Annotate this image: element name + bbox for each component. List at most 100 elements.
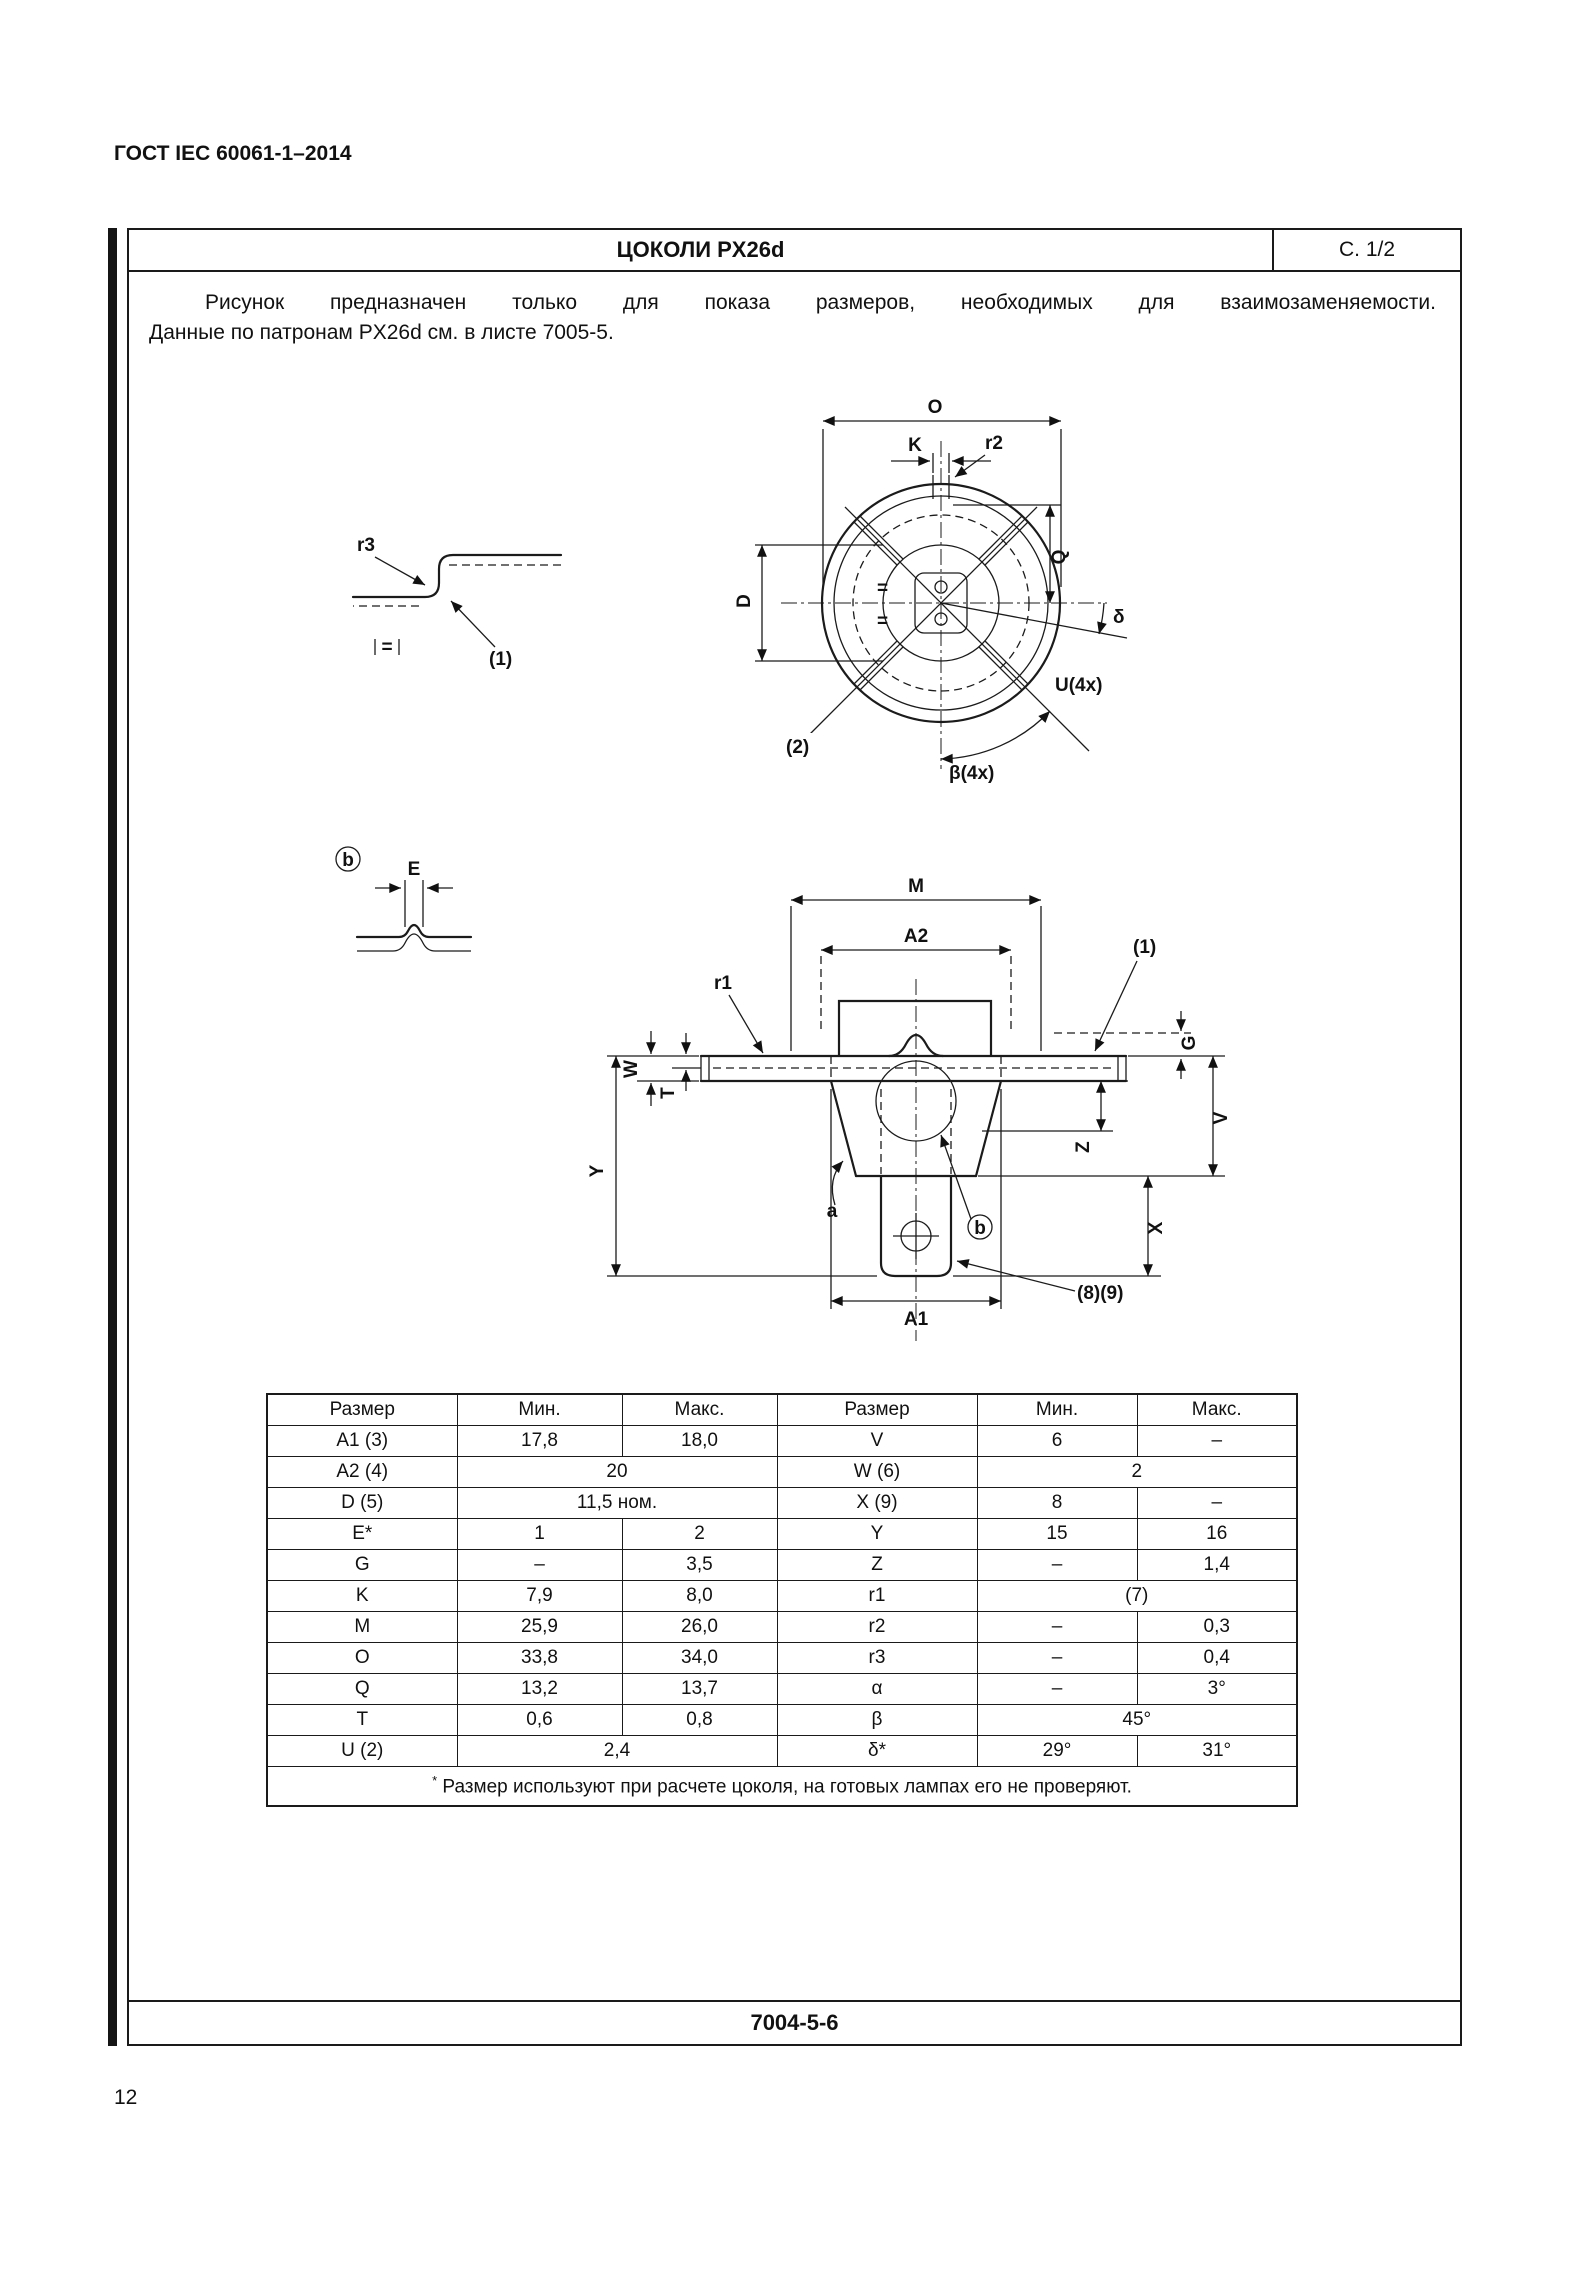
table-cell: 6: [976, 1424, 1138, 1457]
table-cell: 7,9: [456, 1579, 623, 1612]
sheet: ЦОКОЛИ PX26d С. 1/2 Рисунок предназначен…: [108, 228, 1462, 2046]
table-cell: K: [266, 1579, 458, 1612]
equal-mark: =: [877, 611, 888, 632]
dim-label-a: a: [827, 1201, 838, 1222]
page-number: 12: [114, 2086, 138, 2109]
table-cell: 16: [1136, 1517, 1298, 1550]
table-cell: Q: [266, 1672, 458, 1705]
ref-label-89: (8)(9): [1077, 1283, 1123, 1304]
table-header-cell: Макс.: [621, 1393, 778, 1426]
table-cell: α: [776, 1672, 978, 1705]
dim-label-v: V: [1211, 1111, 1232, 1124]
ref-label-b: b: [342, 850, 354, 871]
table-cell: –: [976, 1641, 1138, 1674]
table-cell: –: [1136, 1424, 1298, 1457]
table-header-cell: Макс.: [1136, 1393, 1298, 1426]
table-cell: 2,4: [456, 1734, 778, 1767]
dim-label-m: M: [908, 876, 924, 897]
table-cell: 2: [976, 1455, 1298, 1488]
table-cell: 20: [456, 1455, 778, 1488]
table-cell: r1: [776, 1579, 978, 1612]
table-cell: Z: [776, 1548, 978, 1581]
table-cell: 11,5 ном.: [456, 1486, 778, 1519]
dim-label-x: X: [1146, 1221, 1167, 1234]
equal-mark: =: [381, 637, 392, 658]
detail-b: b E: [335, 846, 473, 952]
table-cell: 25,9: [456, 1610, 623, 1643]
table-header-cell: Размер: [776, 1393, 978, 1426]
intro-line-2: Данные по патронам PX26d см. в листе 700…: [149, 321, 614, 345]
dim-label-y: Y: [587, 1164, 608, 1177]
table-cell: D (5): [266, 1486, 458, 1519]
table-cell: 13,7: [621, 1672, 778, 1705]
table-cell: 17,8: [456, 1424, 623, 1457]
ref-label-b: b: [974, 1218, 986, 1239]
intro-line-1: Рисунок предназначен только для показа р…: [205, 291, 1436, 314]
table-cell: Y: [776, 1517, 978, 1550]
dim-label-q: Q: [1049, 549, 1070, 564]
table-cell: –: [976, 1548, 1138, 1581]
table-cell: –: [976, 1672, 1138, 1705]
table-cell: (7): [976, 1579, 1298, 1612]
table-cell: 26,0: [621, 1610, 778, 1643]
dim-label-t: T: [658, 1087, 679, 1099]
table-cell: 0,6: [456, 1703, 623, 1736]
table-cell: 0,8: [621, 1703, 778, 1736]
table-cell: 2: [621, 1517, 778, 1550]
table-cell: 3°: [1136, 1672, 1298, 1705]
table-cell: 34,0: [621, 1641, 778, 1674]
technical-drawing: r3 = (1): [335, 397, 1232, 1341]
table-footnote-row: * Размер используют при расчете цоколя, …: [266, 1765, 1298, 1807]
ref-label-1: (1): [489, 649, 512, 670]
table-cell: 29°: [976, 1734, 1138, 1767]
table-cell: 18,0: [621, 1424, 778, 1457]
table-cell: W (6): [776, 1455, 978, 1488]
dim-label-e: E: [408, 859, 421, 880]
table-cell: T: [266, 1703, 458, 1736]
table-cell: δ*: [776, 1734, 978, 1767]
dim-label-a1: A1: [904, 1309, 929, 1330]
table-cell: r3: [776, 1641, 978, 1674]
table-cell: E*: [266, 1517, 458, 1550]
table-cell: 31°: [1136, 1734, 1298, 1767]
dim-label-w: W: [621, 1060, 642, 1078]
dim-label-d: D: [734, 594, 755, 608]
detail-r3: r3 = (1): [351, 535, 563, 670]
top-view: = = O K r2 Q: [734, 397, 1128, 784]
table-cell: X (9): [776, 1486, 978, 1519]
table-footnote: * Размер используют при расчете цоколя, …: [266, 1765, 1298, 1807]
dim-label-z: Z: [1073, 1141, 1094, 1153]
table-header-cell: Размер: [266, 1393, 458, 1426]
table-cell: G: [266, 1548, 458, 1581]
table-cell: 1: [456, 1517, 623, 1550]
sheet-number: 7004-5-6: [750, 2010, 839, 2035]
dim-label-g: G: [1179, 1035, 1200, 1050]
table-cell: 45°: [976, 1703, 1298, 1736]
table-cell: M: [266, 1610, 458, 1643]
table-cell: A1 (3): [266, 1424, 458, 1457]
dim-label-beta4x: β(4x): [949, 763, 994, 784]
dim-label-u4x: U(4x): [1055, 675, 1103, 696]
intro-paragraph: Рисунок предназначен только для показа р…: [149, 288, 1436, 349]
table-header-cell: Мин.: [456, 1393, 623, 1426]
table-cell: 0,4: [1136, 1641, 1298, 1674]
page-ref: С. 1/2: [1272, 230, 1460, 270]
table-cell: –: [976, 1610, 1138, 1643]
table-cell: 3,5: [621, 1548, 778, 1581]
table-cell: U (2): [266, 1734, 458, 1767]
table-cell: 0,3: [1136, 1610, 1298, 1643]
table-cell: β: [776, 1703, 978, 1736]
